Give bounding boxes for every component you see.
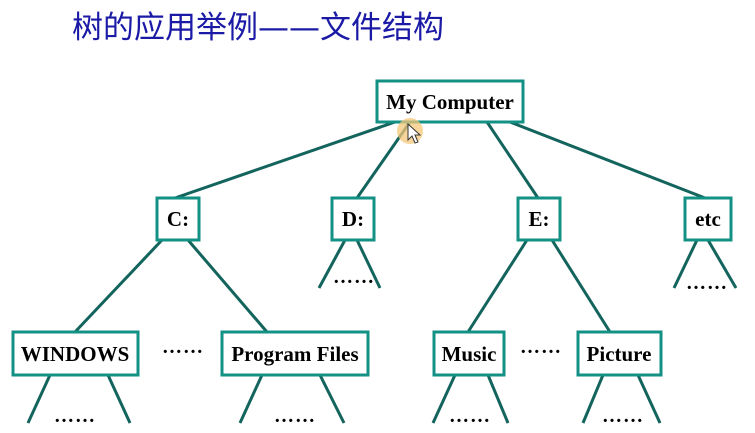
edge-e-music — [466, 239, 529, 333]
stub-windows-right — [106, 374, 132, 424]
ellipsis-e-siblings: …… — [520, 336, 562, 358]
ellipsis-etc-children: …… — [686, 272, 728, 294]
node-etc-label: etc — [695, 207, 721, 231]
edge-root-c — [174, 120, 396, 200]
node-c-label: C: — [167, 207, 189, 231]
ellipsis-c-siblings: …… — [162, 336, 204, 358]
node-d-label: D: — [342, 207, 364, 231]
stub-d-left — [317, 239, 347, 289]
node-c: C: — [155, 196, 201, 242]
node-d: D: — [330, 196, 376, 242]
ellipsis-picture-children: …… — [602, 405, 644, 427]
stub-etc-left — [672, 239, 699, 289]
node-windows-label: WINDOWS — [21, 342, 130, 366]
edge-e-picture — [550, 239, 612, 333]
stub-picture-right — [636, 374, 662, 424]
stub-picture-left — [581, 374, 605, 424]
node-etc: etc — [683, 196, 733, 242]
node-program-files: Program Files — [220, 330, 370, 377]
stub-program-files-right — [318, 374, 346, 424]
ellipsis-d-children: …… — [333, 266, 375, 288]
stub-d-right — [355, 239, 382, 289]
node-music-label: Music — [442, 342, 497, 366]
node-e-label: E: — [529, 207, 550, 231]
stub-windows-left — [26, 374, 52, 424]
edge-root-e — [485, 121, 540, 199]
stub-program-files-left — [238, 374, 264, 424]
ellipsis-program-files-children: …… — [274, 405, 316, 427]
node-picture: Picture — [576, 330, 663, 377]
mouse-cursor-icon — [397, 118, 423, 144]
ellipsis-windows-children: …… — [54, 405, 96, 427]
node-windows: WINDOWS — [11, 330, 140, 377]
node-e: E: — [516, 196, 562, 242]
stub-etc-right — [706, 239, 738, 289]
edge-c-windows — [73, 238, 164, 334]
slide-title: 树的应用举例——文件结构 — [72, 10, 444, 46]
edge-root-etc — [509, 120, 706, 200]
edge-c-program-files — [186, 239, 269, 333]
node-music: Music — [432, 330, 506, 377]
ellipsis-music-children: …… — [449, 405, 491, 427]
node-my-computer-label: My Computer — [386, 90, 514, 114]
stub-music-left — [431, 374, 457, 424]
node-program-files-label: Program Files — [231, 342, 358, 366]
node-picture-label: Picture — [587, 342, 652, 366]
node-my-computer: My Computer — [375, 79, 525, 124]
stub-music-right — [486, 374, 510, 424]
